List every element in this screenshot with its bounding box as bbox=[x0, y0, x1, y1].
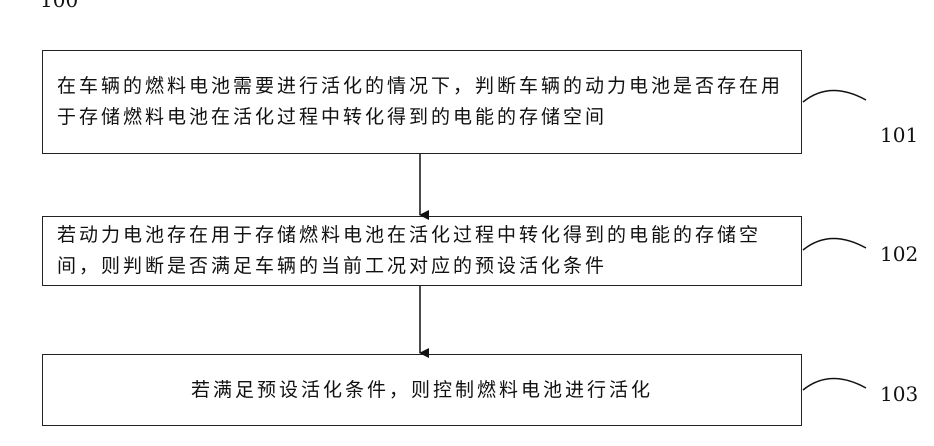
leader-102 bbox=[803, 238, 866, 250]
step-label-102: 102 bbox=[880, 242, 918, 266]
leader-103 bbox=[803, 378, 866, 390]
leader-101 bbox=[803, 90, 866, 102]
step-label-103: 103 bbox=[880, 382, 918, 406]
step-label-101: 101 bbox=[880, 123, 918, 147]
